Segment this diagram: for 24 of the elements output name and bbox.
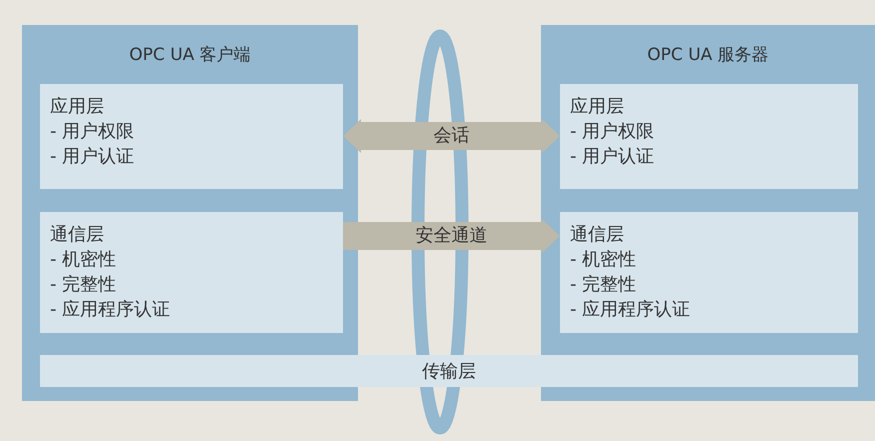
list-item: - 应用程序认证: [570, 298, 692, 322]
list-item: - 机密性: [570, 248, 638, 272]
system-panel: [541, 25, 875, 401]
panel-title: OPC UA 服务器: [646, 44, 770, 66]
transport-band: [40, 355, 858, 387]
list-item: - 应用程序认证: [50, 298, 172, 322]
list-item: - 用户权限: [50, 120, 136, 144]
list-item: - 机密性: [50, 248, 118, 272]
list-item: - 用户认证: [50, 145, 136, 169]
layer-heading: 通信层: [570, 223, 625, 247]
list-item: - 用户认证: [570, 145, 656, 169]
layer-heading: 应用层: [570, 95, 625, 119]
system-panel: [22, 25, 358, 401]
layer-box: [560, 212, 858, 333]
layer-box: [40, 212, 343, 333]
layer-heading: 传输层: [422, 360, 476, 384]
list-item: - 完整性: [50, 273, 118, 297]
layer-box: [560, 84, 858, 189]
layer-heading: 应用层: [50, 95, 105, 119]
panel-title: OPC UA 客户端: [128, 44, 252, 66]
list-item: - 用户权限: [570, 120, 656, 144]
list-item: - 完整性: [570, 273, 638, 297]
layer-box: [40, 84, 343, 189]
layer-heading: 通信层: [50, 223, 105, 247]
